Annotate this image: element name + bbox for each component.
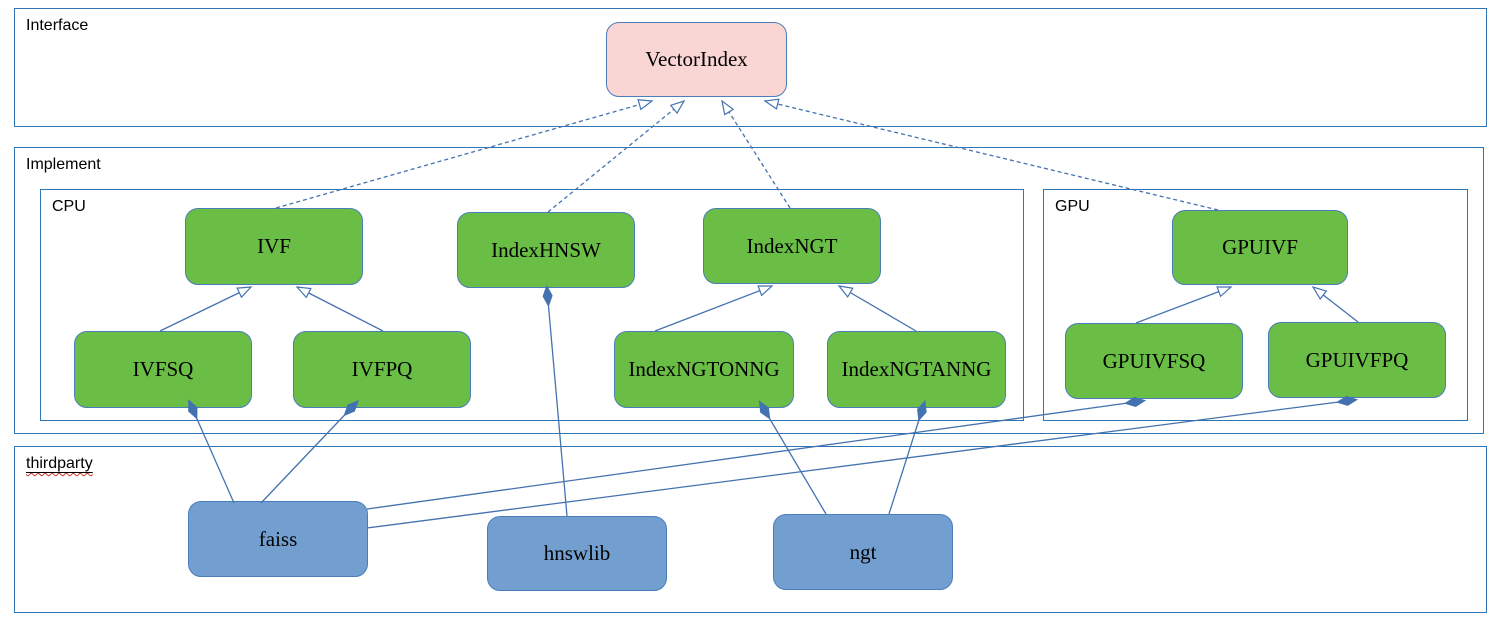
section-gpu-label: GPU bbox=[1055, 198, 1090, 215]
section-implement-label: Implement bbox=[26, 156, 101, 173]
node-gpuivfsq[interactable]: GPUIVFSQ bbox=[1065, 323, 1243, 399]
node-ivfsq[interactable]: IVFSQ bbox=[74, 331, 252, 408]
node-ivfsq-label: IVFSQ bbox=[132, 357, 194, 381]
node-indexngt-label: IndexNGT bbox=[746, 233, 838, 258]
node-indexngtanng-label: IndexNGTANNG bbox=[841, 357, 992, 381]
node-hnswlib-label: hnswlib bbox=[543, 541, 611, 565]
node-ivf[interactable]: IVF bbox=[185, 208, 363, 285]
node-indexhnsw[interactable]: IndexHNSW bbox=[457, 212, 635, 288]
node-gpuivf[interactable]: GPUIVF bbox=[1172, 210, 1348, 285]
node-indexngtonng[interactable]: IndexNGTONNG bbox=[614, 331, 794, 408]
node-indexhnsw-label: IndexHNSW bbox=[491, 237, 601, 262]
node-faiss-label: faiss bbox=[258, 526, 298, 551]
node-vectorindex[interactable]: VectorIndex bbox=[606, 22, 787, 97]
node-faiss[interactable]: faiss bbox=[188, 501, 368, 577]
section-thirdparty-label: thirdparty bbox=[26, 455, 93, 472]
node-gpuivfpq-label: GPUIVFPQ bbox=[1305, 347, 1409, 372]
section-cpu-label: CPU bbox=[52, 198, 86, 215]
node-gpuivfpq[interactable]: GPUIVFPQ bbox=[1268, 322, 1446, 398]
node-ngt[interactable]: ngt bbox=[773, 514, 953, 590]
node-indexngtonng-label: IndexNGTONNG bbox=[628, 357, 780, 381]
node-hnswlib[interactable]: hnswlib bbox=[487, 516, 667, 591]
node-indexngt[interactable]: IndexNGT bbox=[703, 208, 881, 284]
node-vectorindex-label: VectorIndex bbox=[645, 47, 748, 71]
node-ivfpq-label: IVFPQ bbox=[351, 357, 413, 381]
node-ivf-label: IVF bbox=[257, 234, 291, 258]
node-ngt-label: ngt bbox=[849, 539, 877, 564]
section-interface-label: Interface bbox=[26, 17, 89, 34]
node-gpuivf-label: GPUIVF bbox=[1222, 235, 1298, 259]
node-gpuivfsq-label: GPUIVFSQ bbox=[1102, 348, 1206, 373]
node-ivfpq[interactable]: IVFPQ bbox=[293, 331, 471, 408]
node-indexngtanng[interactable]: IndexNGTANNG bbox=[827, 331, 1006, 408]
